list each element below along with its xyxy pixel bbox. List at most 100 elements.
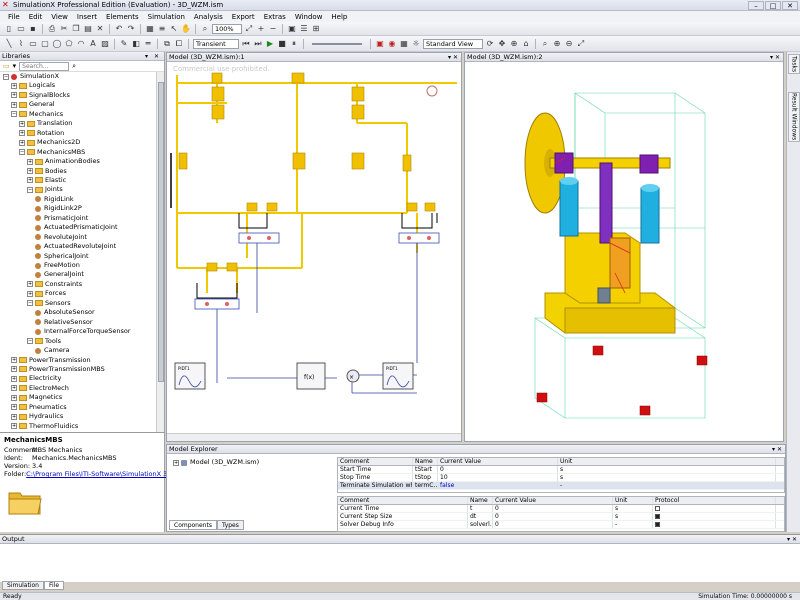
copy-icon[interactable]: ❐ xyxy=(72,24,80,33)
close-button[interactable]: ✕ xyxy=(782,1,798,10)
protocol-checkbox[interactable] xyxy=(655,522,660,527)
zoom-out-icon[interactable]: − xyxy=(269,24,277,33)
speed-slider[interactable] xyxy=(312,42,362,45)
tree-item[interactable]: Camera xyxy=(35,346,70,355)
menu-export[interactable]: Export xyxy=(231,12,255,21)
protocol-checkbox[interactable] xyxy=(655,514,660,519)
roundrect-tool-icon[interactable]: ▢ xyxy=(41,39,49,48)
grid-icon[interactable]: ▦ xyxy=(146,24,154,33)
tree-item[interactable]: −Tools xyxy=(27,337,61,346)
zoom-select[interactable]: 100% xyxy=(212,23,242,34)
bring-front-icon[interactable]: ⧉ xyxy=(164,38,170,48)
expand-toggle-icon[interactable]: + xyxy=(27,281,33,288)
panel-controls[interactable]: ▾ ✕ xyxy=(145,52,161,60)
menu-extras[interactable]: Extras xyxy=(263,12,286,21)
undo-icon[interactable]: ↶ xyxy=(115,24,123,33)
explorer-icon[interactable]: ⊞ xyxy=(312,24,320,33)
model2-controls[interactable]: ▾ ✕ xyxy=(770,53,780,61)
library-tools-icon[interactable]: ▾ xyxy=(12,62,17,70)
minimize-button[interactable]: – xyxy=(748,1,764,10)
tree-item[interactable]: +Electricity xyxy=(11,374,61,383)
3d-view-icon[interactable]: ▣ xyxy=(376,39,384,48)
reset-icon[interactable]: ⏮ xyxy=(242,38,250,48)
cut-icon[interactable]: ✂ xyxy=(60,24,68,33)
expand-toggle-icon[interactable]: − xyxy=(3,73,9,80)
tree-item[interactable]: +Hydraulics xyxy=(11,412,63,421)
expand-toggle-icon[interactable]: + xyxy=(11,423,17,430)
rotate-view-icon[interactable]: ⟳ xyxy=(486,39,494,48)
print-icon[interactable]: ⎙ xyxy=(48,23,56,33)
rect-tool-icon[interactable]: ▭ xyxy=(29,39,37,48)
tree-item[interactable]: −Sensors xyxy=(27,299,71,308)
tree-item[interactable]: −Joints xyxy=(27,185,63,194)
library-scrollbar[interactable] xyxy=(156,72,164,432)
3d-light-icon[interactable]: ☼ xyxy=(412,39,420,48)
arc-tool-icon[interactable]: ◠ xyxy=(77,39,85,48)
properties-icon[interactable]: ☰ xyxy=(300,24,308,33)
folder-link[interactable]: C:\Program Files\ITI-Software\Simulation… xyxy=(26,470,174,478)
expand-toggle-icon[interactable]: + xyxy=(27,158,33,165)
image-tool-icon[interactable]: ▨ xyxy=(101,39,109,48)
tree-item[interactable]: −MechanicsMBS xyxy=(19,148,85,157)
orbit-icon[interactable]: ⊕ xyxy=(510,39,518,48)
tree-item[interactable]: SphericalJoint xyxy=(35,252,89,261)
tree-item-model[interactable]: +Model (3D_WZM.ism) xyxy=(173,458,260,466)
expand-toggle-icon[interactable]: − xyxy=(27,300,33,307)
menu-insert[interactable]: Insert xyxy=(76,12,97,21)
stop-icon[interactable]: ■ xyxy=(278,39,286,48)
zoom-3d-out-icon[interactable]: ⊖ xyxy=(565,39,573,48)
tree-item[interactable]: +PowerTransmission xyxy=(11,356,91,365)
tab-components[interactable]: Components xyxy=(169,520,217,530)
menu-simulation[interactable]: Simulation xyxy=(147,12,185,21)
tree-item[interactable]: +Translation xyxy=(19,119,72,128)
expand-toggle-icon[interactable]: + xyxy=(11,413,17,420)
new-library-icon[interactable]: ▭ xyxy=(3,62,10,70)
hand-icon[interactable]: ✋ xyxy=(181,24,191,33)
tree-item[interactable]: −SimulationX xyxy=(3,72,59,81)
tree-item[interactable]: FreeMotion xyxy=(35,261,80,270)
tree-item[interactable]: +Elastic xyxy=(27,176,66,185)
expand-toggle-icon[interactable]: + xyxy=(11,385,17,392)
pidt1-block[interactable]: PIDT1 xyxy=(174,362,206,390)
redo-icon[interactable]: ↷ xyxy=(127,24,135,33)
text-tool-icon[interactable]: A xyxy=(90,39,96,48)
model-schematic-view[interactable]: Model (3D_WZM.ism):1 ▾ ✕ Commercial use … xyxy=(166,52,462,442)
tree-item[interactable]: +Forces xyxy=(27,289,66,298)
tab-simulation[interactable]: Simulation xyxy=(2,581,44,590)
delete-icon[interactable]: ✕ xyxy=(96,24,104,33)
model1-controls[interactable]: ▾ ✕ xyxy=(448,53,458,61)
tasks-tab[interactable]: Tasks xyxy=(788,54,800,74)
tree-item[interactable]: RevoluteJoint xyxy=(35,233,87,242)
zoom-3d-in-icon[interactable]: ⊕ xyxy=(553,39,561,48)
line-style-icon[interactable]: ═ xyxy=(145,39,151,48)
zoom-3d-fit-icon[interactable]: ⤢ xyxy=(577,38,585,48)
expand-toggle-icon[interactable]: + xyxy=(11,394,17,401)
expand-toggle-icon[interactable]: + xyxy=(11,404,17,411)
expand-toggle-icon[interactable]: + xyxy=(11,82,17,89)
zoom-3d-icon[interactable]: ⌕ xyxy=(542,38,548,48)
view-select[interactable]: Standard View xyxy=(423,38,483,49)
result-windows-tab[interactable]: Result Windows xyxy=(788,92,800,142)
output-controls[interactable]: ▾ ✕ xyxy=(787,535,797,543)
tree-item[interactable]: ActuatedPrismaticJoint xyxy=(35,223,118,232)
3d-camera-icon[interactable]: ▦ xyxy=(400,39,408,48)
expand-toggle-icon[interactable]: − xyxy=(27,186,33,193)
library-icon[interactable]: ▣ xyxy=(288,24,296,33)
tab-types[interactable]: Types xyxy=(216,520,244,530)
run-icon[interactable]: ▶ xyxy=(266,39,274,48)
tree-item[interactable]: AbsoluteSensor xyxy=(35,308,95,317)
paste-icon[interactable]: ▤ xyxy=(84,24,92,33)
pointer-icon[interactable]: ↖ xyxy=(170,24,178,33)
zoom-in-icon[interactable]: + xyxy=(257,24,265,33)
3d-record-icon[interactable]: ◉ xyxy=(388,39,396,48)
tree-item[interactable]: InternalForceTorqueSensor xyxy=(35,327,131,336)
menu-edit[interactable]: Edit xyxy=(28,12,43,21)
tree-item[interactable]: +General xyxy=(11,100,55,109)
expand-toggle-icon[interactable]: + xyxy=(11,366,17,373)
pidt1-block[interactable]: PIDT1 xyxy=(382,362,414,390)
menu-analysis[interactable]: Analysis xyxy=(193,12,223,21)
expand-toggle-icon[interactable]: + xyxy=(19,130,25,137)
3d-scene[interactable] xyxy=(465,63,783,441)
